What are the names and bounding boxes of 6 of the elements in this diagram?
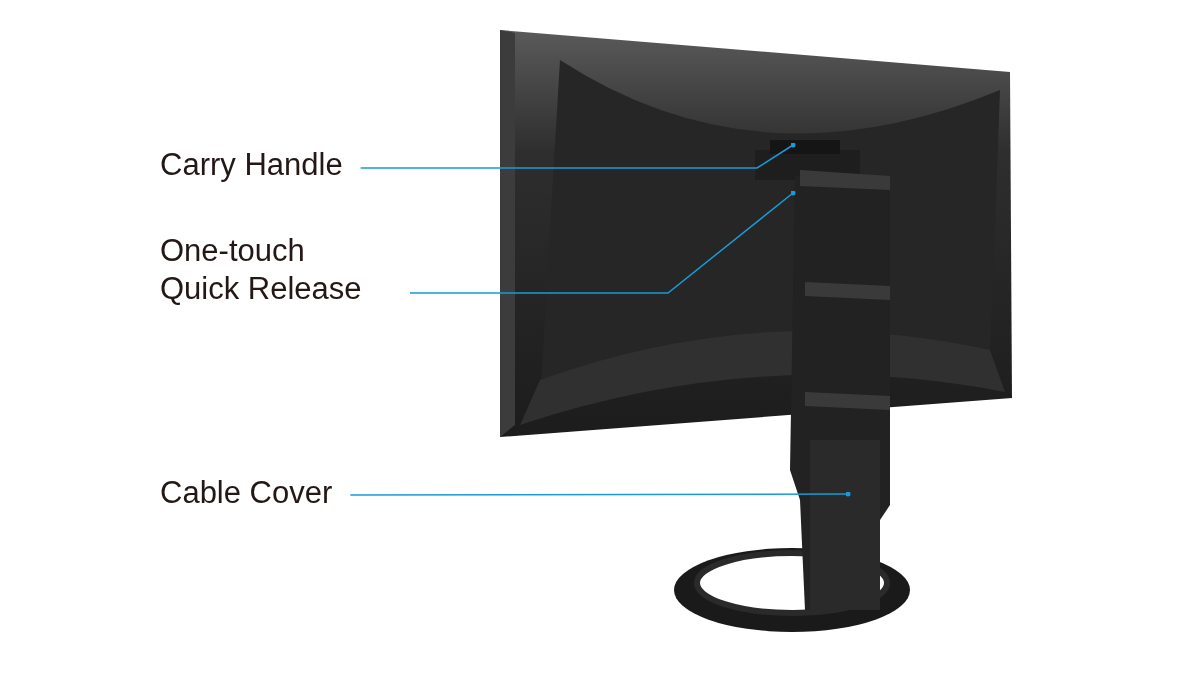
callout-label: Cable Cover [160, 474, 333, 512]
leader-line [349, 491, 851, 497]
leader-line [409, 190, 796, 294]
callout-label: One-touch Quick Release [160, 232, 363, 308]
callout-label: Carry Handle [160, 146, 343, 184]
leader-line [359, 142, 796, 169]
